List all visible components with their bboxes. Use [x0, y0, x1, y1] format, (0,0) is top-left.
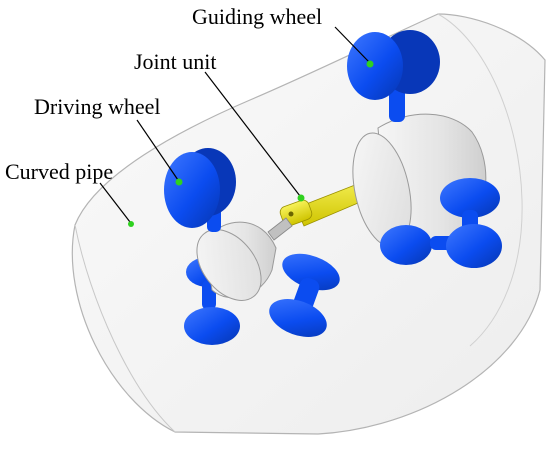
upper-wheel-disk	[164, 152, 220, 228]
guiding-wheel	[347, 30, 440, 122]
joint-unit-label: Joint unit	[134, 49, 217, 74]
guiding-wheel-disk	[347, 32, 403, 100]
guiding-wheel-arm	[389, 88, 405, 122]
rear-wheel-disk	[282, 253, 340, 291]
guiding-leader	[334, 26, 371, 64]
joint-leader	[204, 71, 301, 197]
lower-wheel-disk-2	[184, 307, 240, 345]
curved-pipe-label: Curved pipe	[5, 159, 114, 184]
joint-link	[267, 217, 293, 241]
joint-head	[279, 199, 313, 227]
guiding-wheel-label: Guiding wheel	[192, 4, 323, 29]
pipe-inner-rim	[437, 13, 523, 347]
leader-lines	[99, 26, 371, 223]
side-wheel-disk-bottom	[446, 224, 502, 268]
driving-leader	[136, 119, 179, 181]
side-guiding-wheel	[440, 178, 502, 268]
lower-rear-wheel-disk	[380, 225, 432, 265]
pipe-leader	[99, 182, 131, 223]
pointer-dots	[128, 60, 374, 227]
rear-driving-wheel	[269, 253, 340, 337]
pipe-inner-edge	[74, 224, 176, 433]
front-body-face	[196, 229, 262, 301]
front-body	[196, 221, 277, 301]
rear-wheel-disk-2	[269, 299, 327, 337]
guiding-pointer-dot	[366, 60, 374, 68]
joint-pin-hole	[288, 211, 294, 217]
driving-wheel-label: Driving wheel	[34, 94, 161, 119]
upper-driving-wheel	[164, 148, 236, 232]
driving-pointer-dot	[175, 178, 183, 186]
side-wheel-disk-top	[440, 178, 500, 218]
pipe-pointer-dot	[128, 221, 134, 227]
joint-pointer-dot	[297, 194, 305, 202]
